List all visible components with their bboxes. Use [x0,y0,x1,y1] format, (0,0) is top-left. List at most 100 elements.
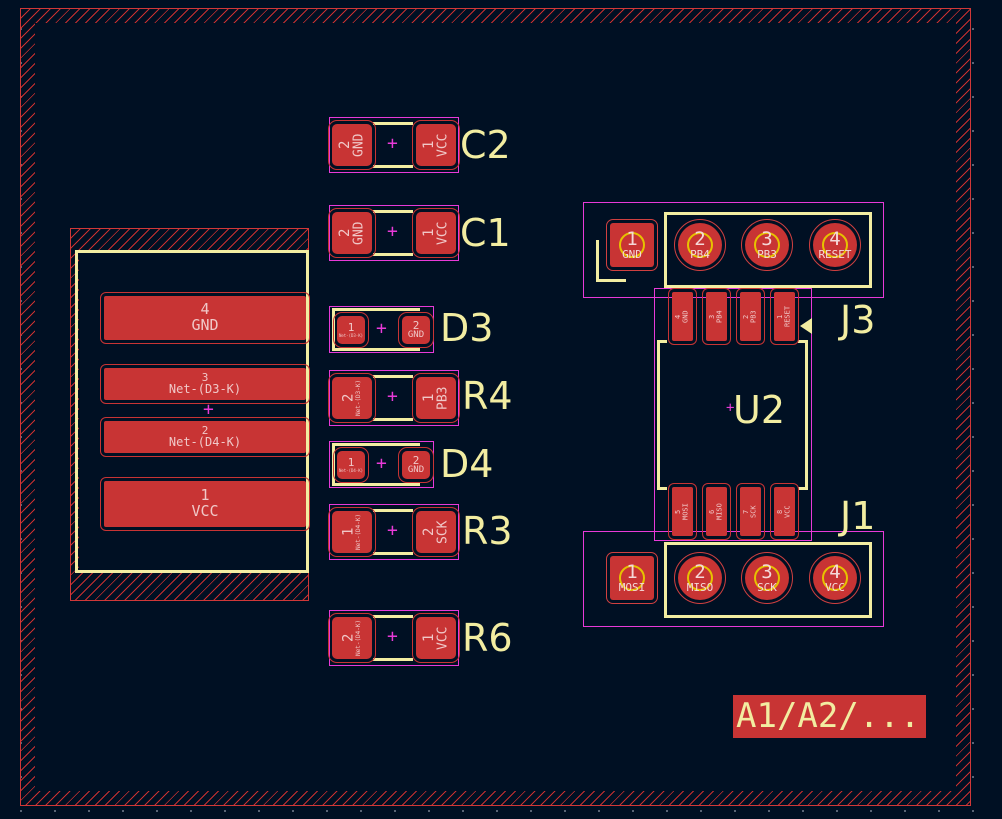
drill-ring-icon [687,232,713,258]
pad-number: 1 [347,456,355,470]
pad-net: Net-(D4-K) [168,435,242,450]
pad-net: GND [407,330,425,341]
pad-number: 4 [829,228,841,250]
pad-number: 2 [694,561,706,583]
r4-reference: R4 [462,374,513,418]
pad-net: SCK [757,581,777,594]
r6-silkscreen [373,615,413,661]
u2-origin-icon: + [726,400,735,416]
pad-number: 2 [412,318,420,332]
pad-number: 1 [420,228,437,238]
pad-number: 1 [420,633,437,643]
pad-number: 2 [340,393,357,403]
pad-net: PB3 [749,310,758,323]
pad-number: 1 [420,140,437,150]
origin-icon: + [387,626,398,647]
pad-number: 2 [340,633,357,643]
c1-courtyard [329,205,459,261]
pad-net: PB4 [690,248,710,261]
pad-number: 3 [761,228,773,250]
pad-net: VCC [435,221,451,245]
pad-number: 2 [336,140,353,150]
pad-number: 1 [340,527,357,537]
pad-net: PB3 [757,248,777,261]
drill-ring-icon [619,565,645,591]
pad-net: Net-(D3-K) [168,382,242,397]
drill-ring-icon [754,232,780,258]
pad-net: GND [407,465,425,476]
pad-net: GND [681,310,690,323]
pad-number: 1 [200,486,210,505]
pad-net: VCC [435,133,451,157]
j1-courtyard [583,531,884,627]
origin-icon: + [387,221,398,242]
pad-net: VCC [435,626,451,650]
pad-net: GND [191,316,219,334]
drill-ring-icon [687,565,713,591]
u2-silk-right [798,340,808,490]
j3-courtyard [583,202,884,298]
d3-silkscreen [332,308,420,351]
label-box: A1/A2/... [733,695,926,738]
pad-number: 1 [420,393,437,403]
origin-icon: + [376,452,387,474]
pad-net: MISO [686,581,714,594]
d4-silkscreen [332,443,420,486]
pad-net: Net-(D3-K) [338,332,364,338]
pad-net: VCC [783,505,792,518]
pad-number: 2 [336,228,353,238]
connector-silkscreen [75,250,309,573]
origin-icon: + [387,133,398,154]
pad-net: SCK [435,520,451,544]
pad-number: 2 [201,423,209,437]
r6-reference: R6 [462,616,513,660]
pad-net: GND [622,248,642,261]
origin-icon: + [387,520,398,541]
pad-number: 1 [347,321,355,335]
r4-silkscreen [373,375,413,421]
u2-pin1-marker-icon [800,318,812,334]
drill-ring-icon [754,565,780,591]
pad-net: PB3 [435,386,451,410]
pad-net: VCC [825,581,845,594]
pad-net: Net-(D4-K) [338,467,364,473]
r3-reference: R3 [462,509,513,553]
origin-icon: + [376,317,387,339]
pad-number: 4 [829,561,841,583]
